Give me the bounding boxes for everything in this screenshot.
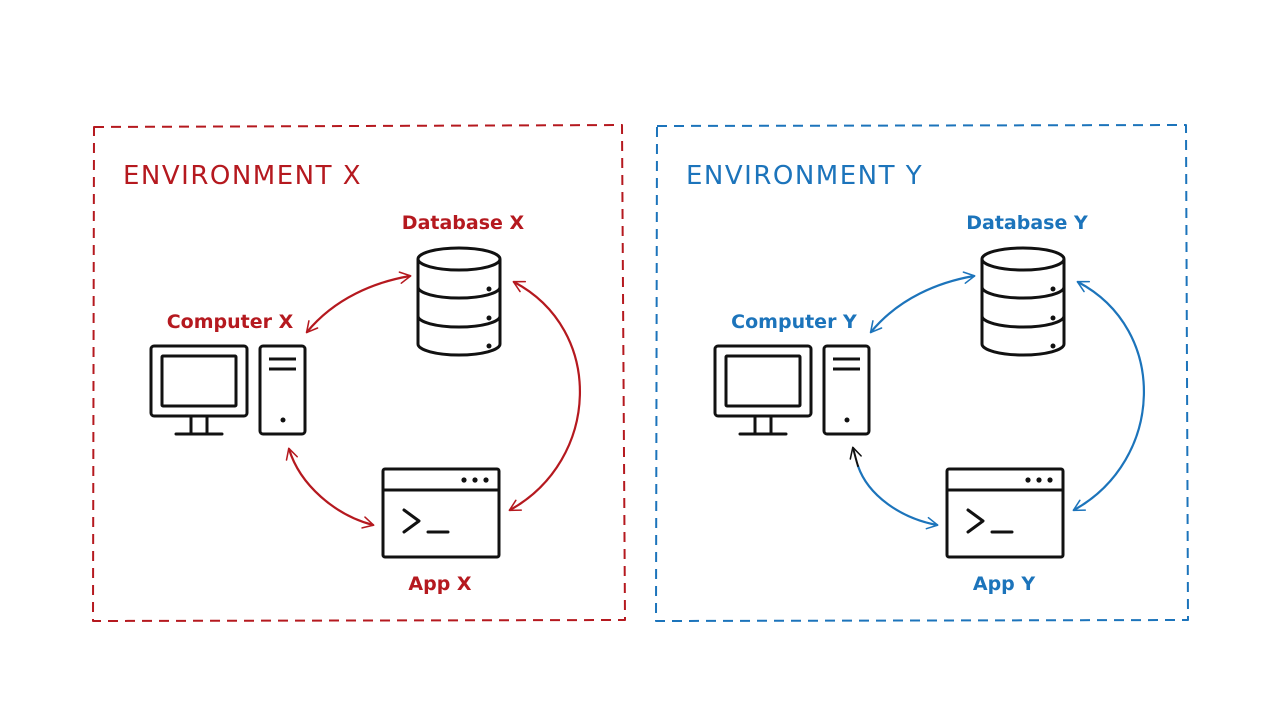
arrow-computer-y-database-y (869, 271, 976, 334)
environment-x-panel: ENVIRONMENT X Database X Computer X (92, 124, 626, 622)
terminal-window-icon (381, 467, 501, 559)
arrow-computer-x-app-x (285, 447, 375, 529)
database-icon (416, 246, 502, 357)
environment-y-panel: ENVIRONMENT Y Database Y Computer Y (655, 124, 1189, 622)
computer-y-label: Computer Y (731, 311, 857, 333)
app-x-label: App X (408, 573, 472, 595)
app-y-label: App Y (973, 573, 1036, 595)
environment-x-title: ENVIRONMENT X (123, 161, 362, 191)
arrow-computer-x-database-x (305, 271, 412, 334)
desktop-computer-icon (149, 344, 307, 436)
terminal-window-icon (945, 467, 1065, 559)
database-y-label: Database Y (966, 212, 1088, 234)
arrow-database-y-app-y (1072, 280, 1145, 512)
computer-x-label: Computer X (167, 311, 294, 333)
arrow-tip-computer-y (849, 446, 862, 467)
environment-y-border (655, 124, 1189, 622)
desktop-computer-icon (713, 344, 871, 436)
database-icon (980, 246, 1066, 357)
arrow-computer-y-app-y (856, 464, 939, 530)
environment-x-border (92, 124, 626, 622)
arrow-database-x-app-x (508, 280, 581, 512)
environment-y-title: ENVIRONMENT Y (686, 161, 923, 191)
database-x-label: Database X (402, 212, 525, 234)
